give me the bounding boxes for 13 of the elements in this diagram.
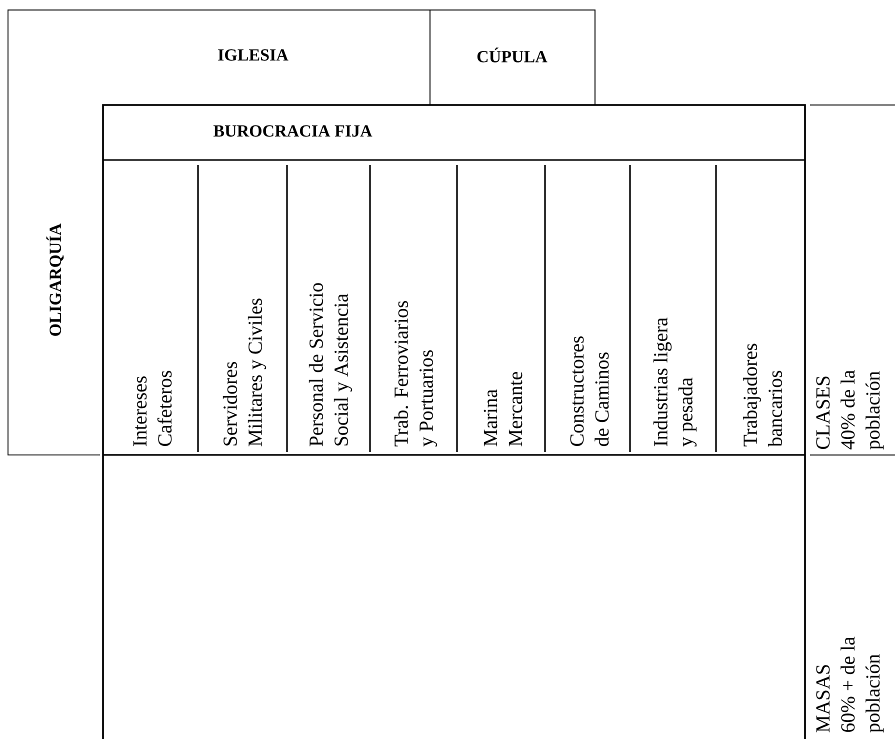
column-cell: Constructores de Caminos [570,336,609,446]
region-box: OLIGARQUÍA [8,104,100,456]
column-cell: Intereses Cafeteros [133,370,172,446]
column-cell: Servidores Militares y Civiles [222,298,266,446]
column-cell: Industrias ligera y pesada [653,318,697,447]
band-box: CLASES 40% de la población [810,104,895,450]
column-cell: Personal de Servicio Social y Asistencia [308,283,352,446]
column-cell: Trab. Ferroviarios y Portuarios [394,301,438,447]
region-box: CÚPULA [430,10,596,106]
column-cell: Trabajadores bancarios [742,344,782,447]
column-cell: Marina Mercante [484,372,522,446]
region-box: IGLESIA [8,10,430,106]
band-box: MASAS 60% + de la población [810,454,895,732]
